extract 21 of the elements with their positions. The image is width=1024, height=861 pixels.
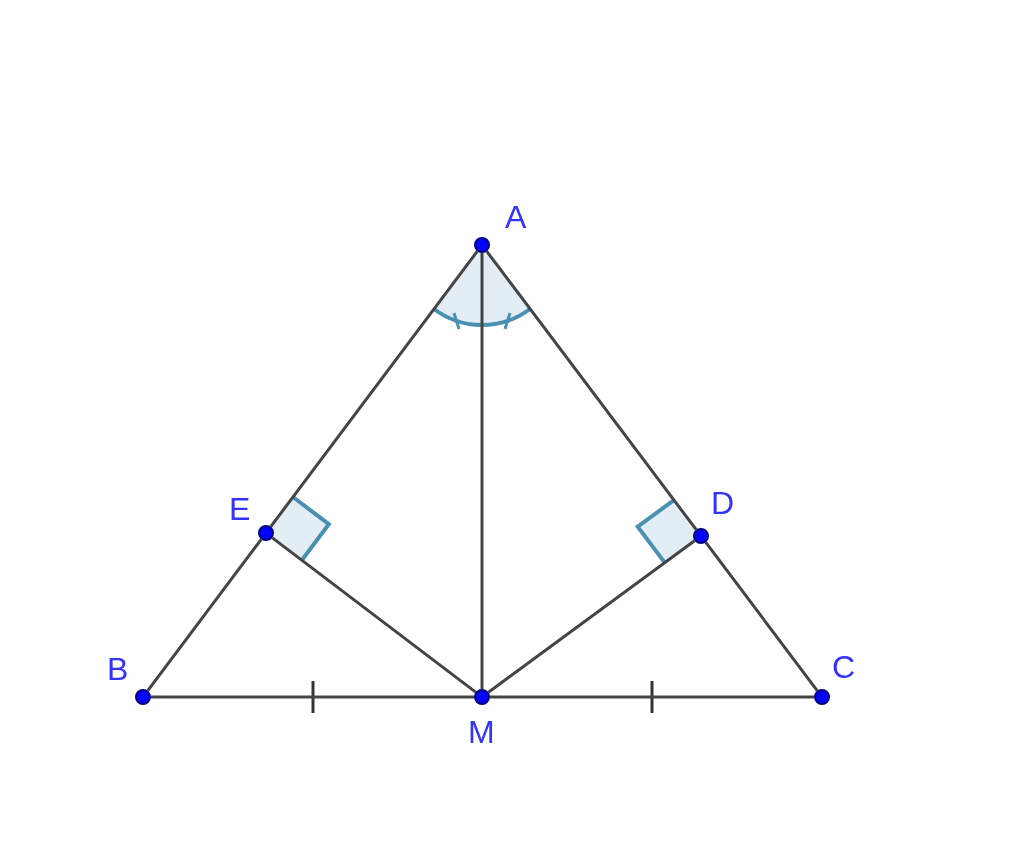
line-segment [269,250,479,528]
point-marker [814,689,830,705]
point-label: E [229,492,251,526]
point-marker [693,528,709,544]
point-label: B [107,652,129,686]
line-segment [490,695,814,699]
point-marker [474,689,490,705]
point-marker [258,525,274,541]
line-segment [485,250,698,531]
point-label: M [468,715,495,749]
point-marker [135,689,151,705]
line-segment [704,541,819,692]
line-segment [271,536,477,694]
point-label: A [505,200,527,234]
point-label: C [832,650,856,684]
line-segment [146,538,263,692]
point-label: D [711,486,735,520]
line-segment [480,253,484,689]
line-segment [151,695,474,699]
point-marker [474,237,490,253]
line-segment [487,539,696,694]
